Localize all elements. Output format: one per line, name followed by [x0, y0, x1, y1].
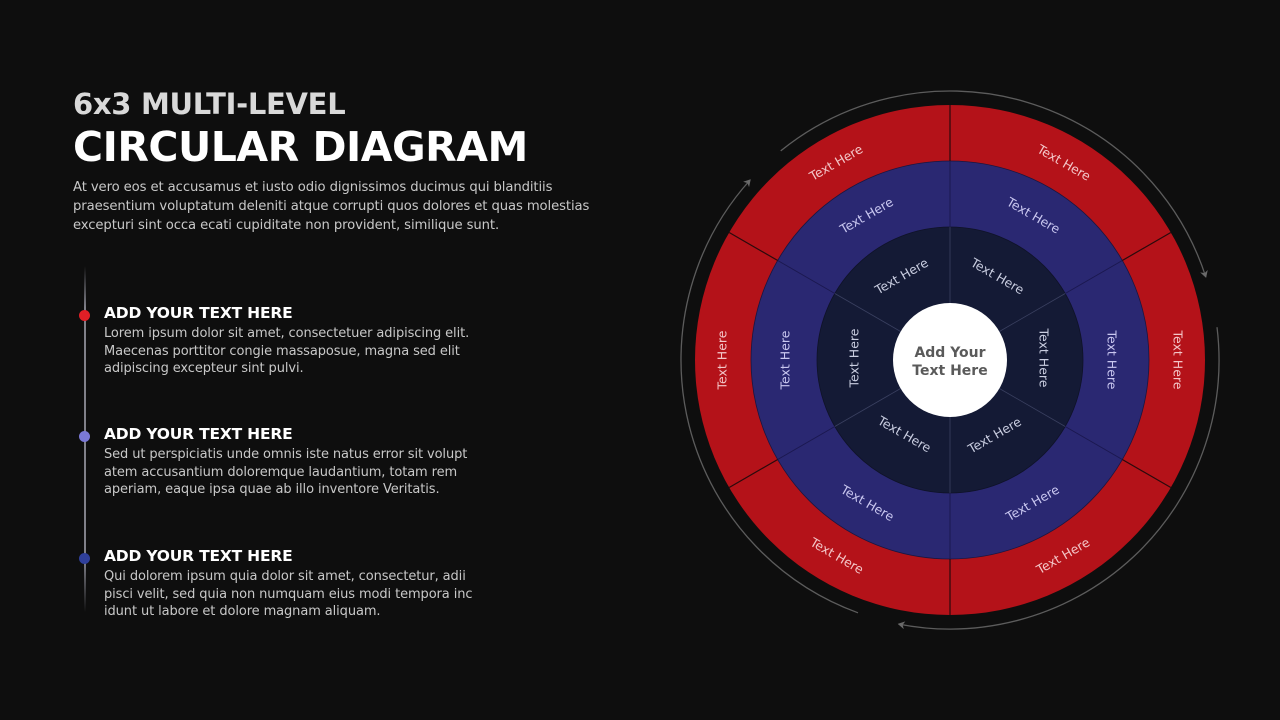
intro-paragraph: At vero eos et accusamus et iusto odio d… [73, 180, 590, 233]
guide-arc-arrow-top [780, 90, 1208, 278]
inner-label-left[interactable]: Text Here [847, 328, 862, 388]
timeline-item-1: ADD YOUR TEXT HERE Lorem ipsum dolor sit… [79, 302, 484, 378]
center-text-line2[interactable]: Text Here [912, 363, 987, 379]
timeline-dot-red [79, 310, 90, 321]
title-block: 6x3 MULTI-LEVEL CIRCULAR DIAGRAM At vero… [73, 86, 633, 235]
timeline-item-3: ADD YOUR TEXT HERE Qui dolorem ipsum qui… [79, 545, 484, 621]
center-text-line1[interactable]: Add Your [914, 345, 985, 361]
middle-label-left[interactable]: Text Here [778, 330, 793, 390]
timeline-item-2: ADD YOUR TEXT HERE Sed ut perspiciatis u… [79, 423, 484, 499]
guide-arc-arrow-right [897, 327, 1220, 630]
segment-dividers [728, 105, 1172, 615]
timeline-body: Qui dolorem ipsum quia dolor sit amet, c… [104, 569, 473, 619]
middle-label-right[interactable]: Text Here [1105, 330, 1120, 390]
timeline-dot-purple [79, 431, 90, 442]
timeline-body: Sed ut perspiciatis unde omnis iste natu… [104, 447, 468, 497]
guide-arc-arrow-left [680, 179, 859, 614]
timeline-heading: ADD YOUR TEXT HERE [104, 547, 293, 565]
outer-label-left[interactable]: Text Here [715, 330, 730, 390]
timeline-heading: ADD YOUR TEXT HERE [104, 425, 293, 443]
timeline-dot-blue [79, 553, 90, 564]
inner-label-right[interactable]: Text Here [1037, 328, 1052, 388]
timeline-body: Lorem ipsum dolor sit amet, consectetuer… [104, 326, 470, 376]
slide-subtitle: 6x3 MULTI-LEVEL [73, 87, 346, 121]
outer-label-right[interactable]: Text Here [1171, 330, 1186, 390]
timeline-heading: ADD YOUR TEXT HERE [104, 304, 293, 322]
slide-title: CIRCULAR DIAGRAM [73, 123, 528, 171]
center-circle [893, 303, 1007, 417]
